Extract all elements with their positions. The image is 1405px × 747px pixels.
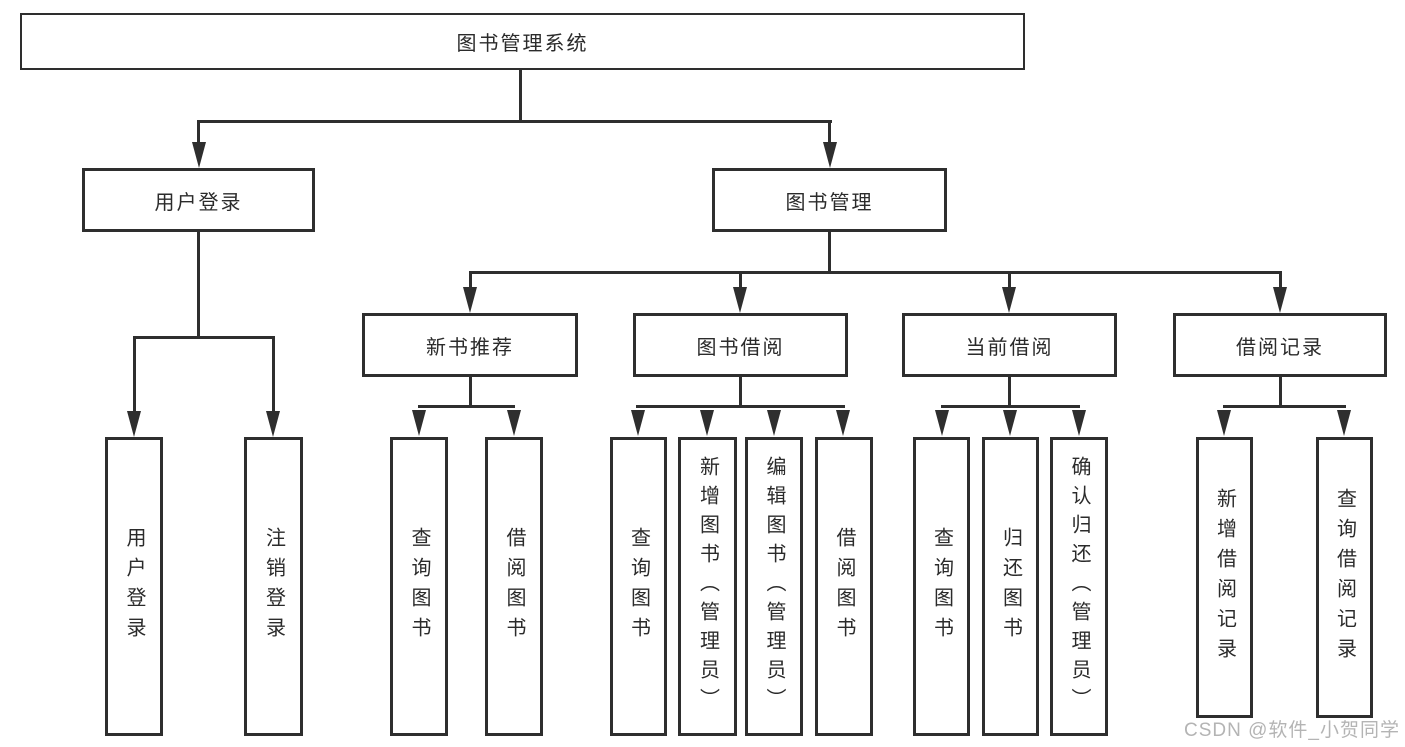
connector-leaf-login-stub: [133, 339, 136, 411]
connector-book-mgmt-stub: [828, 122, 831, 144]
node-current-borrow-label: 当前借阅: [965, 336, 1054, 359]
node-book-borrow: 图书借阅: [633, 313, 848, 377]
arrow-to-bookborrow: [733, 287, 747, 313]
leaf-bb-borrow-books: 借阅图书: [815, 437, 873, 736]
connector-bookborrow-vline: [739, 377, 742, 407]
connector-bookborrow-stub: [739, 274, 742, 288]
arrow-to-nb-query: [412, 410, 426, 436]
connector-borrowrecords-hline: [1223, 405, 1346, 408]
connector-user-login-hline: [133, 336, 275, 339]
connector-bookborrow-hline: [636, 405, 845, 408]
connector-level3-hline: [469, 271, 1282, 274]
node-new-book-recommend: 新书推荐: [362, 313, 578, 377]
connector-currentborrow-hline: [941, 405, 1080, 408]
arrow-to-user-login: [192, 142, 206, 168]
arrow-to-br-query: [1337, 410, 1351, 436]
leaf-br-query-record: 查询借阅记录: [1316, 437, 1373, 718]
watermark: CSDN @软件_小贺同学: [1184, 720, 1400, 741]
arrow-to-nb-borrow: [507, 410, 521, 436]
connector-currentborrow-vline: [1008, 377, 1011, 407]
connector-newbook-stub: [469, 274, 472, 288]
connector-newbook-vline: [469, 377, 472, 407]
arrow-to-leaf-logout: [266, 411, 280, 437]
arrow-to-br-add: [1217, 410, 1231, 436]
arrow-to-leaf-login: [127, 411, 141, 437]
node-root-label: 图书管理系统: [456, 33, 589, 55]
leaf-nb-query-books: 查询图书: [390, 437, 448, 736]
connector-leaf-logout-stub: [272, 339, 275, 411]
connector-level2-hline: [197, 120, 832, 123]
arrow-to-bb-query: [631, 410, 645, 436]
leaf-nb-borrow-books: 借阅图书: [485, 437, 543, 736]
leaf-cb-confirm-return-admin: 确认归还（管理员）: [1050, 437, 1108, 736]
arrow-to-newbook: [463, 287, 477, 313]
leaf-cb-return-books: 归还图书: [982, 437, 1039, 736]
connector-root-vline: [519, 70, 522, 122]
arrow-to-borrowrecords: [1273, 287, 1287, 313]
leaf-bb-edit-books-admin: 编辑图书（管理员）: [745, 437, 803, 736]
leaf-bb-add-books-admin: 新增图书（管理员）: [678, 437, 737, 736]
node-user-login: 用户登录: [82, 168, 315, 232]
arrow-to-currentborrow: [1002, 287, 1016, 313]
leaf-br-add-record: 新增借阅记录: [1196, 437, 1253, 718]
connector-borrowrecords-stub: [1279, 274, 1282, 288]
node-root: 图书管理系统: [20, 13, 1025, 70]
arrow-to-book-mgmt: [823, 142, 837, 168]
node-new-book-recommend-label: 新书推荐: [426, 336, 514, 359]
connector-newbook-hline: [418, 405, 515, 408]
leaf-user-login: 用户登录: [105, 437, 163, 736]
leaf-cb-query-books: 查询图书: [913, 437, 970, 736]
connector-borrowrecords-vline: [1279, 377, 1282, 407]
node-borrow-records-label: 借阅记录: [1236, 336, 1324, 359]
node-user-login-label: 用户登录: [154, 191, 243, 214]
node-borrow-records: 借阅记录: [1173, 313, 1387, 377]
leaf-bb-query-books: 查询图书: [610, 437, 667, 736]
node-book-mgmt-label: 图书管理: [785, 191, 874, 214]
arrow-to-cb-confirm: [1072, 410, 1086, 436]
connector-user-login-stub: [197, 122, 200, 144]
leaf-logout: 注销登录: [244, 437, 303, 736]
connector-book-mgmt-vline: [828, 232, 831, 273]
arrow-to-cb-query: [935, 410, 949, 436]
arrow-to-bb-borrow: [836, 410, 850, 436]
node-book-borrow-label: 图书借阅: [696, 336, 785, 359]
connector-user-login-vline: [197, 232, 200, 336]
arrow-to-bb-add: [700, 410, 714, 436]
arrow-to-bb-edit: [767, 410, 781, 436]
connector-currentborrow-stub: [1008, 274, 1011, 288]
node-book-mgmt: 图书管理: [712, 168, 947, 232]
node-current-borrow: 当前借阅: [902, 313, 1117, 377]
arrow-to-cb-return: [1003, 410, 1017, 436]
